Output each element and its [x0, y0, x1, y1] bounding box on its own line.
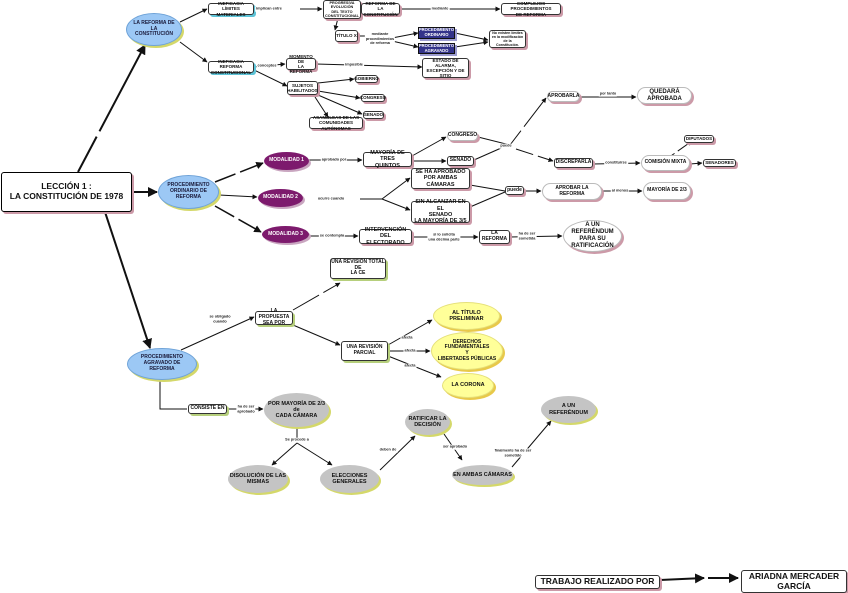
congreso-sujeto-node: CONGRESO [359, 94, 387, 102]
asambleas-node: ASAMBLEAS DE LAS COMUNIDADES AUTÓNOMAS [309, 115, 363, 131]
label-ha-de-ser-aprobado: ha de ser aprobado [236, 404, 256, 414]
modalidad-2-node: MODALIDAD 2 [258, 189, 303, 207]
puede-node: puede [505, 186, 524, 195]
elecciones-generales-node: ELECCIONES GENERALES [320, 465, 379, 493]
label-mediante-procedimientos: mediante procedimientos de reforma [364, 32, 396, 46]
derechos-fundamentales-node: DERECHOS FUNDAMENTALES Y LIBERTADES PÚBL… [431, 332, 503, 370]
label-al-menos: al menos [610, 188, 630, 194]
aprobarla-node: APROBARLA [547, 91, 580, 102]
ambas-camaras-node: EN AMBAS CÁMARAS [452, 465, 513, 485]
label-ha-de-ser-sometida: ha de ser sometida [517, 231, 537, 241]
la-reforma-node: LA REFORMA [479, 230, 510, 244]
label-implican: implican entre [255, 6, 283, 12]
referendum-node: A UN REFERÉNDUM [541, 396, 596, 423]
label-aprobado-por: aprobado por [320, 157, 348, 163]
senadores-node: SENADORES [703, 159, 736, 167]
mayoria-tres-quintos-node: MAYORÍA DE TRES QUINTOS [363, 150, 412, 169]
complejos-procedimientos-node: COMPLEJOS PROCEDIMIENTOS DE REFORMA [501, 1, 561, 17]
consiste-en-node: CONSISTE EN [188, 404, 227, 414]
label-afecta-1: afecta [400, 335, 414, 341]
procedimiento-ordinario-node: PROCEDIMIENTO ORDINARIO DE REFORMA [158, 175, 219, 209]
la-corona-node: LA CORONA [442, 373, 494, 398]
label-puede: puede [499, 143, 513, 149]
revision-parcial-node: UNA REVISIÓN PARCIAL [341, 341, 388, 361]
label-conceptos: conceptos [256, 63, 278, 69]
gobierno-node: GOBIERNO [354, 75, 379, 83]
congreso-node: CONGRESO [447, 131, 478, 141]
senado-node: SENADO [447, 156, 474, 166]
momento-reforma-node: MOMENTO DE LA REFORMA [286, 54, 316, 74]
label-imposible: imposible [344, 62, 364, 68]
ineficacia-reforma-node: INEFICACIA REFORMA CONSTITUCIONAL [208, 59, 254, 75]
label-deben-de: deben de [378, 447, 398, 453]
label-afecta-2: afecta [403, 348, 417, 354]
progresiva-evolucion-node: PROGRESIVA EVOLUCIÓN DEL TEXTO CONSTITUC… [323, 0, 361, 19]
ineficacia-limites-node: INEFICACIA LÍMITES MATERIALES [208, 1, 254, 17]
revision-total-node: UNA REVISIÓN TOTAL DE LA CE [330, 258, 386, 279]
procedimiento-agravado-box: PROCEDIMIENTO AGRAVADO [418, 42, 455, 54]
intervencion-electorado-node: INTERVENCIÓN DEL ELECTORADO [359, 227, 412, 246]
label-ser-aprobado: ser aprobado [441, 444, 469, 450]
estado-alarma-node: ESTADO DE ALARMA, EXCEPCIÓN Y DE SITIO [422, 58, 469, 78]
procedimiento-ordinario-box: PROCEDIMIENTO ORDINARIO [418, 27, 455, 39]
aprobado-ambas-camaras-node: SE HA APROBADO POR AMBAS CÁMARAS [411, 168, 470, 189]
modalidad-1-node: MODALIDAD 1 [264, 152, 309, 170]
edge-main-reforma [77, 44, 146, 173]
disolucion-node: DISOLUCIÓN DE LAS MISMAS [228, 465, 288, 493]
label-constituirse: constituirse [604, 160, 628, 166]
ratificar-decision-node: RATIFICAR LA DECISIÓN [405, 409, 450, 435]
aprobar-reforma-node: APROBAR LA REFORMA [542, 183, 602, 200]
label-si-lo-solicita: si lo solicita una décima parte [427, 232, 461, 242]
diputados-node: DIPUTADOS [684, 135, 714, 143]
referendum-ratificacion-node: A UN REFERÉNDUM PARA SU RATIFICACIÓN [563, 220, 622, 252]
edge-main-agravado [104, 211, 152, 349]
mayoria-dos-tercios-node: MAYORÍA DE 2/3 [643, 182, 691, 200]
autora-node: ARIADNA MERCADER GARCÍA [741, 570, 847, 593]
mayoria-cada-camara-node: POR MAYORÍA DE 2/3 de CADA CÁMARA [264, 393, 329, 427]
label-por-tanto: por tanto [598, 91, 618, 97]
label-mediante: mediante [430, 6, 450, 12]
label-ocurre-cuando: ocurre cuando [316, 196, 346, 202]
propuesta-node: LA PROPUESTA SEA POR [255, 309, 293, 326]
reforma-constitucion-node: LA REFORMA DE LA CONSTITUCIÓN [126, 13, 182, 46]
main-title-node: LECCIÓN 1 : LA CONSTITUCIÓN DE 1978 [1, 172, 132, 212]
reforma-de-la-constitucion-node: REFORMA DE LA CONSTITUCIÓN [361, 1, 400, 17]
label-se-obligado: se obligado cuando [208, 314, 232, 324]
procedimiento-agravado-node: PROCEDIMIENTO AGRAVADO DE REFORMA [127, 348, 197, 380]
label-se-contempla: se contempla [318, 233, 346, 239]
no-existen-limites-node: No existen límites en la modificación de… [489, 30, 526, 48]
label-afecta-3: afecta [403, 363, 417, 369]
discreparla-node: DISCREPARLA [554, 158, 593, 168]
label-finalmente: finalmente ha de ser sometido [493, 448, 533, 458]
sujetos-habilitados-node: SUJETOS HABILITADOS [287, 81, 318, 95]
modalidad-3-node: MODALIDAD 3 [262, 226, 309, 243]
comision-mixta-node: COMISIÓN MIXTA [641, 155, 690, 171]
label-se-procede: Se procede a [284, 437, 310, 443]
titulo-preliminar-node: AL TÍTULO PRELIMINAR [433, 302, 500, 330]
trabajo-realizado-node: TRABAJO REALIZADO POR [535, 575, 660, 589]
titulo-x-node: TÍTULO X [335, 30, 358, 42]
sin-alcanzar-mayoria-node: SIN ALCANZAR EN EL SENADO LA MAYORÍA DE … [411, 199, 470, 224]
quedara-aprobada-node: QUEDARÁ APROBADA [637, 87, 692, 104]
senado-sujeto-node: SENADO [363, 111, 384, 119]
